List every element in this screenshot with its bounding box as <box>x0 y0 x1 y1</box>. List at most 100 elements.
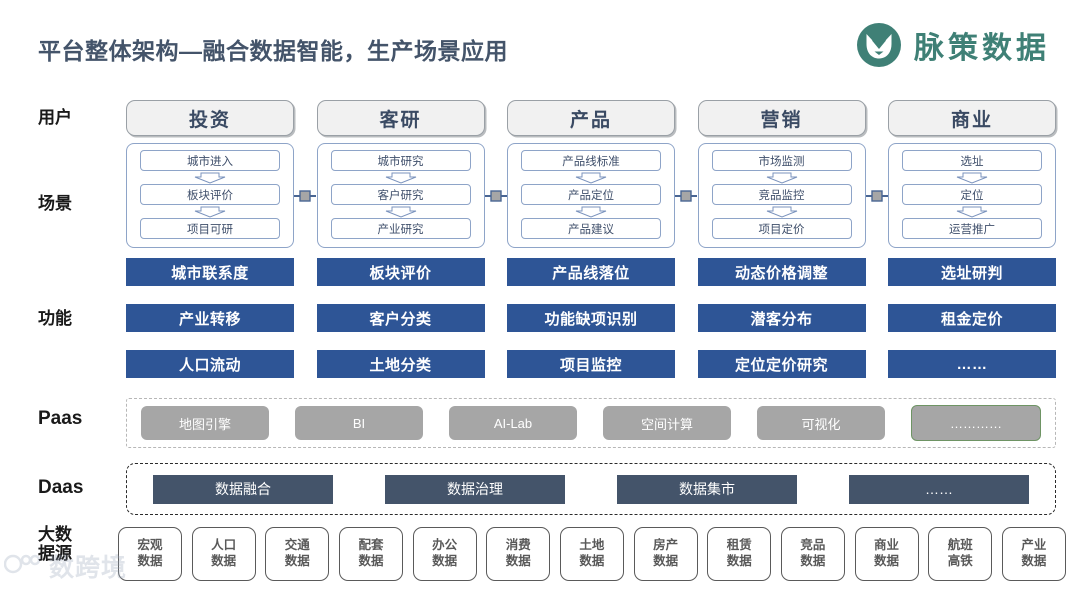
scene-item[interactable]: 选址 <box>902 150 1042 171</box>
function-box[interactable]: 功能缺项识别 <box>507 304 675 332</box>
paas-box-ai-lab[interactable]: AI-Lab <box>449 406 577 440</box>
scene-item[interactable]: 产业研究 <box>330 218 471 239</box>
daas-box-data-fusion[interactable]: 数据融合 <box>153 474 333 504</box>
down-arrow-icon <box>902 171 1042 184</box>
scene-column-marketing: 市场监测 竞品监控 项目定价 <box>697 143 866 248</box>
down-arrow-icon <box>140 205 280 218</box>
function-box[interactable]: …… <box>888 350 1056 378</box>
paas-box-bi[interactable]: BI <box>295 406 423 440</box>
src-line1: 航班 <box>947 538 973 553</box>
fox-head-circle-logo-icon <box>856 22 902 68</box>
function-box[interactable]: 定位定价研究 <box>697 350 866 378</box>
src-line1: 办公 <box>432 538 458 553</box>
brand-name: 脉策数据 <box>914 31 1050 66</box>
down-arrow-icon <box>140 171 280 184</box>
data-source-box-competitor[interactable]: 竞品数据 <box>780 527 845 581</box>
function-row: 城市联系度 产业转移 人口流动 板块评价 客户分类 土地分类 产品线落位 功能缺… <box>126 258 1056 378</box>
user-column: 营销 <box>697 100 866 136</box>
scene-item[interactable]: 城市研究 <box>330 150 471 171</box>
down-arrow-icon <box>712 171 852 184</box>
data-source-box-population[interactable]: 人口数据 <box>191 527 256 581</box>
paas-box-spatial-compute[interactable]: 空间计算 <box>603 406 731 440</box>
scene-item[interactable]: 竞品监控 <box>711 184 852 205</box>
src-line1: 土地 <box>579 538 605 553</box>
connector-node-icon <box>675 189 698 203</box>
down-arrow-icon <box>331 205 471 218</box>
down-arrow-icon <box>712 205 852 218</box>
function-box[interactable]: 动态价格调整 <box>697 258 866 286</box>
data-source-box-rental[interactable]: 租赁数据 <box>707 527 772 581</box>
scene-column-product: 产品线标准 产品定位 产品建议 <box>507 143 675 248</box>
scene-item[interactable]: 板块评价 <box>140 184 280 205</box>
scene-panel: 城市研究 客户研究 产业研究 <box>316 143 485 248</box>
src-line1: 配套 <box>358 538 384 553</box>
paas-box-map-engine[interactable]: 地图引擎 <box>141 406 269 440</box>
data-source-box-office[interactable]: 办公数据 <box>412 527 477 581</box>
scene-item[interactable]: 项目可研 <box>140 218 280 239</box>
data-source-box-commercial[interactable]: 商业数据 <box>854 527 919 581</box>
src-line2: 数据 <box>358 554 384 568</box>
scene-item[interactable]: 市场监测 <box>711 150 852 171</box>
brand-logo: 脉策数据 <box>856 22 1050 68</box>
daas-band: 数据融合 数据治理 数据集市 …… <box>126 463 1056 515</box>
src-line1: 人口 <box>211 538 237 553</box>
data-source-box-realestate[interactable]: 房产数据 <box>633 527 698 581</box>
user-box-customer-research[interactable]: 客研 <box>316 100 485 136</box>
function-column-customer-research: 板块评价 客户分类 土地分类 <box>316 258 485 378</box>
paas-box-more[interactable]: ………… <box>911 405 1041 441</box>
user-row: 投资 客研 产品 营销 商业 <box>126 100 1056 136</box>
scene-item[interactable]: 客户研究 <box>330 184 471 205</box>
data-source-box-industry[interactable]: 产业数据 <box>1001 527 1066 581</box>
function-box[interactable]: 产业转移 <box>126 304 294 332</box>
user-box-investment[interactable]: 投资 <box>126 100 294 136</box>
function-box[interactable]: 人口流动 <box>126 350 294 378</box>
data-source-box-traffic[interactable]: 交通数据 <box>265 527 330 581</box>
data-source-box-macro[interactable]: 宏观数据 <box>118 527 182 581</box>
scene-item[interactable]: 产品定位 <box>521 184 661 205</box>
row-label-user: 用户 <box>38 108 72 127</box>
function-box[interactable]: 土地分类 <box>316 350 485 378</box>
data-source-box-land[interactable]: 土地数据 <box>559 527 624 581</box>
row-label-scene: 场景 <box>38 194 72 213</box>
data-source-box-amenities[interactable]: 配套数据 <box>338 527 403 581</box>
function-box[interactable]: 项目监控 <box>507 350 675 378</box>
connector-node-icon <box>294 189 317 203</box>
user-box-commercial[interactable]: 商业 <box>888 100 1056 136</box>
function-box[interactable]: 潜客分布 <box>697 304 866 332</box>
scene-item[interactable]: 运营推广 <box>902 218 1042 239</box>
scene-item[interactable]: 产品建议 <box>521 218 661 239</box>
user-column: 客研 <box>316 100 485 136</box>
daas-box-more[interactable]: …… <box>849 474 1029 504</box>
user-column: 投资 <box>126 100 294 136</box>
src-line1: 消费 <box>505 538 531 553</box>
daas-box-data-governance[interactable]: 数据治理 <box>385 474 565 504</box>
src-line2: 数据 <box>432 554 458 568</box>
src-line2: 数据 <box>726 554 752 568</box>
paas-box-visualization[interactable]: 可视化 <box>757 406 885 440</box>
daas-box-data-market[interactable]: 数据集市 <box>617 474 797 504</box>
function-box[interactable]: 城市联系度 <box>126 258 294 286</box>
function-box[interactable]: 客户分类 <box>316 304 485 332</box>
scene-item[interactable]: 定位 <box>902 184 1042 205</box>
user-box-product[interactable]: 产品 <box>507 100 675 136</box>
src-line2: 数据 <box>505 554 531 568</box>
row-label-function: 功能 <box>38 309 72 328</box>
function-column-commercial: 选址研判 租金定价 …… <box>888 258 1056 378</box>
function-column-investment: 城市联系度 产业转移 人口流动 <box>126 258 294 378</box>
src-line1: 房产 <box>653 538 679 553</box>
scene-item[interactable]: 产品线标准 <box>521 150 661 171</box>
slide-header: 平台整体架构—融合数据智能，生产场景应用 脉策数据 <box>0 0 1080 90</box>
user-box-marketing[interactable]: 营销 <box>697 100 866 136</box>
data-source-box-consumption[interactable]: 消费数据 <box>486 527 551 581</box>
function-box[interactable]: 产品线落位 <box>507 258 675 286</box>
src-line2: 数据 <box>874 554 900 568</box>
function-box[interactable]: 租金定价 <box>888 304 1056 332</box>
function-box[interactable]: 选址研判 <box>888 258 1056 286</box>
scene-item[interactable]: 项目定价 <box>711 218 852 239</box>
row-label-paas: Paas <box>38 408 83 429</box>
scene-item[interactable]: 城市进入 <box>140 150 280 171</box>
function-box[interactable]: 板块评价 <box>316 258 485 286</box>
function-column-marketing: 动态价格调整 潜客分布 定位定价研究 <box>697 258 866 378</box>
data-source-box-flight-rail[interactable]: 航班高铁 <box>928 527 993 581</box>
scene-column-investment: 城市进入 板块评价 项目可研 <box>126 143 294 248</box>
